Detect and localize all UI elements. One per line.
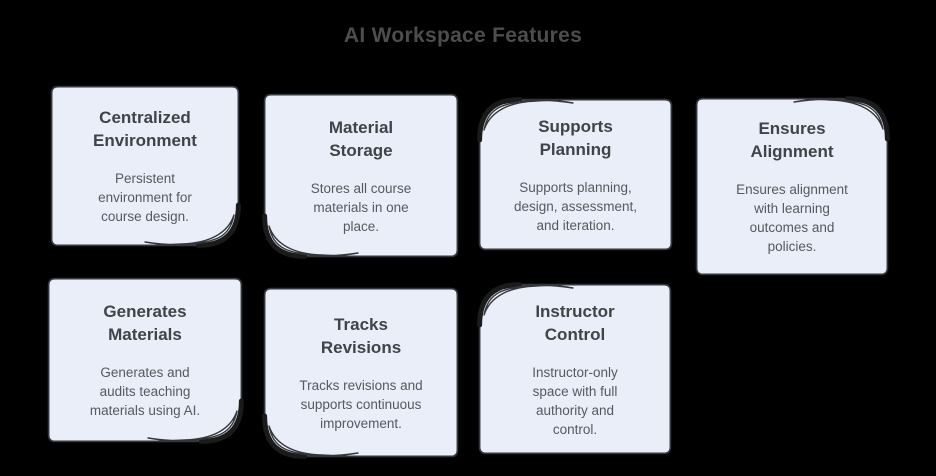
note-card-supports-planning: Supports Planning Supports planning, des… xyxy=(477,97,673,251)
sticky-note-shape xyxy=(695,96,890,276)
sticky-note-shape xyxy=(477,282,672,455)
note-body: Stores all course materials in one place… xyxy=(310,180,412,234)
note-card-centralized-environment: Centralized Environment Persistent envir… xyxy=(50,85,241,248)
note-card-tracks-revisions: Tracks Revisions Tracks revisions and su… xyxy=(262,287,459,459)
note-title: Ensures Alignment xyxy=(750,119,834,161)
page-title: AI Workspace Features xyxy=(343,24,583,47)
note-title: Supports Planning xyxy=(538,116,613,159)
note-title: Material Storage xyxy=(328,117,394,160)
note-body: Instructor-only space with full authorit… xyxy=(532,364,618,437)
note-card-ensures-alignment: Ensures Alignment Ensures alignment with… xyxy=(695,96,890,276)
note-body: Generates and audits teaching materials … xyxy=(89,365,201,418)
sticky-note-shape xyxy=(50,85,241,248)
note-card-instructor-control: Instructor Control Instructor-only space… xyxy=(477,282,672,455)
note-body: Ensures alignment with learning outcomes… xyxy=(736,182,848,254)
note-title: Tracks Revisions xyxy=(320,314,402,357)
sticky-note-shape xyxy=(47,277,244,444)
note-title: Instructor Control xyxy=(535,301,615,344)
sticky-note-shape xyxy=(262,93,459,259)
note-body: Persistent environment for course design… xyxy=(98,171,192,224)
note-card-generates-materials: Generates Materials Generates and audits… xyxy=(47,277,244,444)
note-body: Supports planning, design, assessment, a… xyxy=(513,179,638,233)
note-body: Tracks revisions and supports continuous… xyxy=(299,377,423,431)
note-title: Centralized Environment xyxy=(93,108,197,150)
sticky-note-shape xyxy=(477,97,673,251)
sticky-note-shape xyxy=(262,287,459,459)
note-title: Generates Materials xyxy=(103,302,187,344)
note-card-material-storage: Material Storage Stores all course mater… xyxy=(262,93,459,259)
